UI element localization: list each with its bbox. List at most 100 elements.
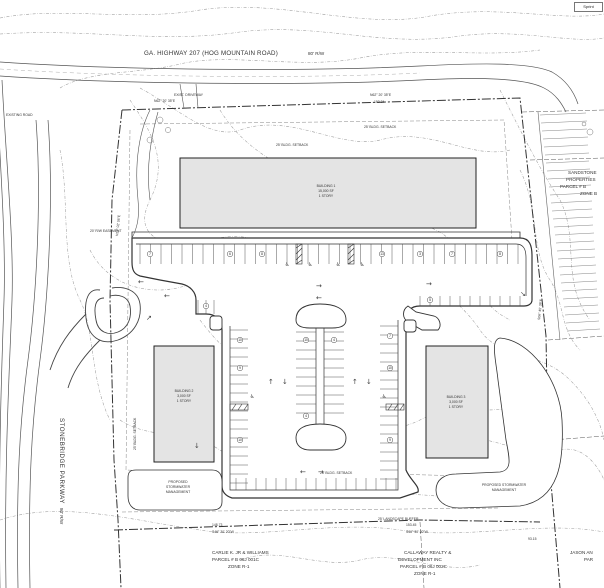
space-count-circle	[426, 296, 434, 304]
arrow-left-icon: ←	[300, 468, 306, 476]
space-count-label: 8	[261, 252, 263, 256]
parkway-rw: 80' R/W	[59, 508, 64, 525]
space-count-label: 10	[388, 366, 392, 370]
building-2-area: 3,000 SF	[177, 394, 191, 398]
east-bearing: S06° 45' 38"E	[537, 298, 543, 320]
building-1-area: 15,000 SF	[318, 189, 334, 193]
jason-line-1: JASON AN	[570, 550, 593, 555]
space-count-label: 13	[380, 252, 384, 256]
stonebridge-parkway	[0, 79, 51, 588]
west-bearing: N13° 02' 06"E	[115, 214, 121, 236]
landscape-buffer: 25' LANDSCAPE BUFFER	[378, 517, 419, 521]
accessible-hatches	[229, 243, 405, 411]
building-1-name: BUILDING 1	[317, 184, 336, 188]
space-count-circle	[236, 364, 244, 372]
space-count-circle	[302, 336, 310, 344]
stormwater-left-1: PROPOSED	[168, 480, 188, 484]
space-count-circle	[386, 332, 394, 340]
williams-line-3: ZONE R-1	[228, 564, 250, 569]
space-count-label: 7	[149, 252, 151, 256]
wheelchair-icon: ♿	[250, 394, 254, 400]
arrow-down-icon: ↓	[282, 378, 288, 386]
stormwater-right-2: MANAGEMENT	[492, 488, 516, 492]
property-boundary	[109, 97, 561, 588]
space-count-label: 10	[238, 438, 242, 442]
space-count-circle	[226, 250, 234, 258]
arrow-left-icon: ←	[164, 292, 170, 300]
parking-islands	[209, 303, 441, 451]
wheelchair-icon: ♿	[360, 262, 364, 268]
south-left-bearing: S46° 30' 20"W	[212, 530, 235, 534]
sandstone-line-3: PARCEL # B	[560, 184, 586, 189]
space-count-label: 7	[451, 252, 453, 256]
south-setback: 25' BLDG. SETBACK	[320, 471, 353, 475]
arrow-diag-icon: ↗	[146, 314, 152, 322]
space-count-label: 4	[205, 304, 207, 308]
arrow-right-icon: →	[316, 282, 322, 290]
sandstone-line-2: PROPERTIES	[566, 177, 596, 182]
space-count-circle	[236, 336, 244, 344]
space-count-circle	[386, 364, 394, 372]
space-count-circle	[496, 250, 504, 258]
existing-driveway: EXIST. DRIVEWAY	[174, 93, 204, 97]
traffic-arrows: → ← ← ← → ↑ ↓ ↑ ↓ ← → ↗ ↘ ↓	[138, 278, 526, 476]
jason-line-2: PAR	[584, 557, 594, 562]
space-count-label: 10	[238, 338, 242, 342]
space-count-circle	[378, 250, 386, 258]
east-parking-stripes	[539, 112, 601, 332]
highway	[0, 61, 579, 113]
neighbor-callaway: CALLAWAY REALTY & DEVELOPMENT INC PARCEL…	[398, 550, 451, 576]
wheelchair-icon: ♿	[336, 262, 340, 268]
space-count-circle	[258, 250, 266, 258]
arrow-down-icon: ↓	[366, 378, 372, 386]
space-count-circle	[386, 436, 394, 444]
space-count-label: 4	[305, 414, 307, 418]
highway-name: GA. HIGHWAY 207 (HOG MOUNTAIN ROAD)	[144, 50, 278, 57]
space-count-label: 8	[499, 252, 501, 256]
loop-road	[49, 287, 141, 389]
space-count-label: 4	[333, 338, 335, 342]
space-count-circle	[236, 436, 244, 444]
space-count-label: 7	[389, 334, 391, 338]
sprint-badge: Sprint	[574, 2, 603, 12]
space-count-circle	[146, 250, 154, 258]
space-count-label: 6	[229, 252, 231, 256]
building-2	[153, 345, 215, 463]
space-count-circle	[448, 250, 456, 258]
arrow-left-icon: ←	[316, 294, 322, 302]
space-count-label: 9	[239, 366, 241, 370]
arrow-right-icon: →	[318, 468, 324, 476]
building-2-name: BUILDING 2	[175, 389, 194, 393]
stormwater-left-2: STORMWATER	[166, 485, 191, 489]
williams-line-1: CARLIE K. JR & WILLIAMS	[212, 550, 269, 555]
building-2-stories: 1 STORY	[177, 399, 192, 403]
wheelchair-icon: ♿	[308, 262, 312, 268]
space-count-circle	[202, 302, 210, 310]
site-trees	[146, 116, 594, 144]
stormwater-right-1: PROPOSED STORMWATER	[482, 483, 527, 487]
building-3-stories: 1 STORY	[449, 405, 464, 409]
space-count-circle	[416, 250, 424, 258]
callaway-line-4: ZONE R-1	[414, 571, 436, 576]
space-count-label: 9	[389, 438, 391, 442]
arrow-right-icon: →	[426, 280, 432, 288]
space-count-label: 10	[304, 338, 308, 342]
west-setback: 25' BLDG. SETBACK	[133, 417, 137, 450]
sandstone-line-4: ZONE B	[580, 191, 597, 196]
parking-stalls	[139, 244, 521, 490]
north-entrance	[131, 83, 199, 239]
building-3	[425, 345, 489, 459]
north-bearing-small: N62° 20' 35"E	[154, 99, 176, 103]
building-3-name: BUILDING 3	[447, 395, 466, 399]
arrow-left-icon: ←	[138, 278, 144, 286]
space-count-label: 5	[429, 298, 431, 302]
neighbor-williams: CARLIE K. JR & WILLIAMS PARCEL # B 06J 0…	[212, 550, 269, 569]
neighbor-jason: JASON AN PAR	[570, 550, 594, 562]
highway-rw: 80' R/W	[308, 51, 325, 56]
parkway-name: STONEBRIDGE PARKWAY	[58, 418, 65, 504]
north-bearing: N62° 20' 35"E	[370, 93, 392, 97]
north-length: 193.34	[374, 100, 384, 104]
williams-line-2: PARCEL # B 06J 001C	[212, 557, 260, 562]
north-setback: 25' BLDG. SETBACK	[364, 125, 397, 129]
south-right-bearing: S46° 30' 20"W	[406, 530, 429, 534]
